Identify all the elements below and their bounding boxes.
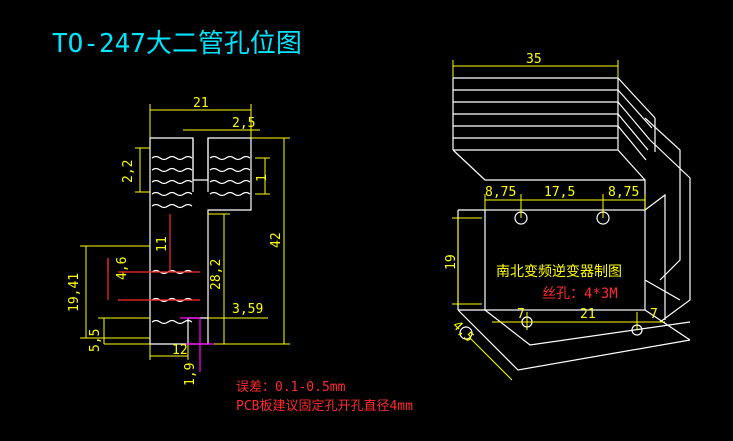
dim-21-bottom: 21 [580,307,596,322]
dim-19-41: 19,41 [67,273,82,312]
dim-19-height: 19 [444,254,459,270]
dim-8-75-left: 8,75 [485,185,516,200]
thread-spec-label: 丝孔：4*3M [542,286,618,302]
dim-17-5: 17,5 [544,185,575,200]
right-fins [209,155,251,197]
tolerance-note: 误差：0.1-0.5mm [236,380,346,395]
dim-3-59: 3,59 [232,302,263,317]
left-dimension-lines [80,104,290,360]
left-fins [151,155,193,209]
dim-5-5: 5,5 [88,329,103,352]
dim-7-right: 7 [650,307,658,322]
dim-8-75-right: 8,75 [608,185,639,200]
dim-42-total: 42 [269,232,284,248]
dim-7-left: 7 [517,307,525,322]
dim-2-5-slot: 2,5 [232,116,255,131]
dim-11-hole: 11 [155,236,170,252]
dim-1-9: 1,9 [183,363,198,386]
dim-21-width: 21 [193,96,209,111]
pcb-hole-note: PCB板建议固定孔开孔直径4mm [236,399,413,414]
bevel-hole [459,326,473,340]
company-label: 南北变频逆变器制图 [496,264,622,280]
dim-2-2-fin: 2,2 [121,160,136,183]
dim-4-6: 4,6 [115,257,130,280]
right-heatsink-3d [452,77,691,371]
left-hole-markers [107,214,214,372]
drawing-title: TO-247大二管孔位图 [52,29,302,59]
dim-28-2-body: 28,2 [209,259,224,290]
dim-35-top: 35 [526,52,542,67]
dim-12: 12 [172,343,188,358]
right-dimension-lines [452,60,665,381]
dim-4-5-diag: 4,5 [449,318,476,345]
dim-1-fin: 1 [255,174,270,182]
